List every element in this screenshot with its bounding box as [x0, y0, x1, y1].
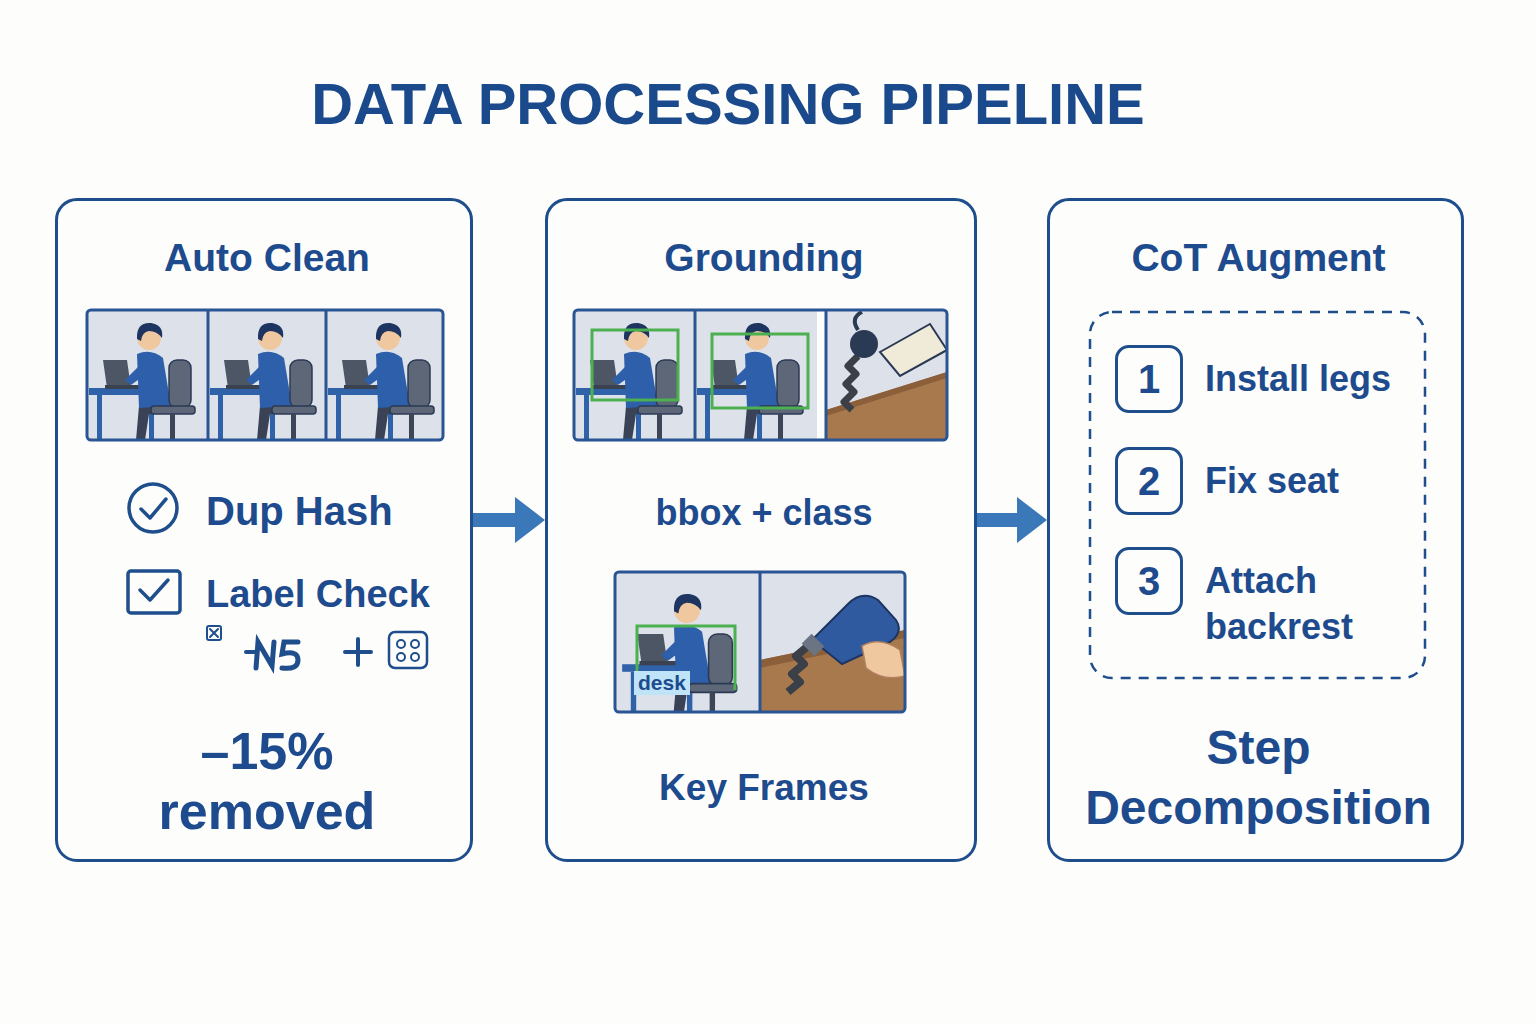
key-frame-part: [620, 580, 752, 712]
step-number: 1: [1115, 345, 1183, 413]
strip-frame-part: [207, 310, 210, 440]
frame-strip-part: [880, 324, 947, 376]
strip-frame: [574, 310, 947, 440]
frame-strip-part: [855, 312, 862, 330]
frame-strip: [87, 310, 443, 440]
panel-heading: Grounding: [548, 231, 980, 284]
label-icons-part: [397, 653, 405, 661]
key-frame-part: [862, 642, 905, 678]
title: DATA PROCESSING PIPELINE: [0, 70, 1456, 138]
label-icons: [207, 626, 427, 668]
check-icon-part: [140, 580, 168, 600]
panel-text: bbox + class: [548, 489, 980, 537]
frame-strip-part: [826, 372, 947, 416]
frame-strip: [574, 310, 947, 440]
check-icon-part: [129, 484, 177, 532]
step-item: 3 Attach backrest: [1115, 547, 1455, 647]
check-icon: [128, 484, 180, 613]
bounding-box: [592, 330, 808, 408]
strip-frame: [615, 572, 905, 712]
strip-frame-part: [87, 310, 443, 440]
strip-frame-part: [574, 310, 947, 440]
panel-text: Key Frames: [548, 763, 980, 813]
label-icons-part: [397, 640, 405, 648]
label-icons-part: [246, 650, 256, 654]
flow-arrow: [977, 513, 1017, 527]
panel-footer: Step Decomposition: [1064, 718, 1454, 838]
check-icon-part: [141, 499, 166, 518]
label-icons-part: [210, 629, 218, 637]
strip-frame-part: [694, 310, 697, 440]
frame-strip-part: [695, 310, 817, 440]
key-frame: [615, 572, 905, 712]
step-text: Fix seat: [1205, 458, 1425, 504]
frame-strip-part: [826, 310, 947, 440]
panel-heading: Auto Clean: [58, 231, 476, 284]
frame-strip-part: [844, 356, 858, 410]
step-text: Install legs: [1205, 356, 1425, 402]
check-item: Dup Hash: [206, 487, 393, 535]
bounding-box-part: [712, 334, 808, 408]
label-icons-part: [411, 653, 419, 661]
panel-heading: CoT Augment: [1050, 231, 1467, 284]
check-icon-part: [128, 571, 180, 613]
label-icons-part: [256, 642, 274, 668]
stage-panel: Grounding bbox + classKey Frames: [545, 198, 977, 862]
step-number: 3: [1115, 547, 1183, 615]
frame-strip-part: [326, 310, 443, 440]
frame-strip-part: [850, 330, 878, 358]
strip-frame-part: [759, 572, 762, 712]
strip-frame-part: [825, 310, 828, 440]
label-icons-part: [282, 642, 298, 668]
strip-frame-part: [615, 572, 905, 712]
label-icons-part: [389, 632, 427, 668]
step-number: 2: [1115, 447, 1183, 515]
stage-panel: CoT AugmentStep Decomposition 1 Install le…: [1047, 198, 1464, 862]
bounding-box-part: [592, 330, 678, 400]
step-item: 2 Fix seat: [1115, 447, 1455, 515]
class-tag: desk: [634, 671, 690, 695]
step-text: Attach backrest: [1205, 558, 1425, 650]
strip-frame-part: [325, 310, 328, 440]
stage-panel: Auto CleanDup HashLabel Check –15% remove…: [55, 198, 473, 862]
strip-frame: [87, 310, 443, 440]
label-icons-part: [411, 640, 419, 648]
frame-strip-part: [208, 310, 330, 440]
label-icons-part: [345, 639, 371, 665]
stat-text: –15% removed: [132, 721, 402, 841]
frame-strip-part: [574, 310, 696, 440]
key-frame-part: [802, 634, 825, 657]
dashed-group: [1090, 312, 1425, 678]
step-item: 1 Install legs: [1115, 345, 1455, 413]
key-frame-part: [788, 646, 808, 692]
frame-strip-part: [87, 310, 209, 440]
label-icons-part: [207, 626, 221, 640]
check-item: Label Check: [206, 571, 430, 617]
flow-arrow: [473, 513, 515, 527]
key-frame-part: [760, 572, 905, 712]
